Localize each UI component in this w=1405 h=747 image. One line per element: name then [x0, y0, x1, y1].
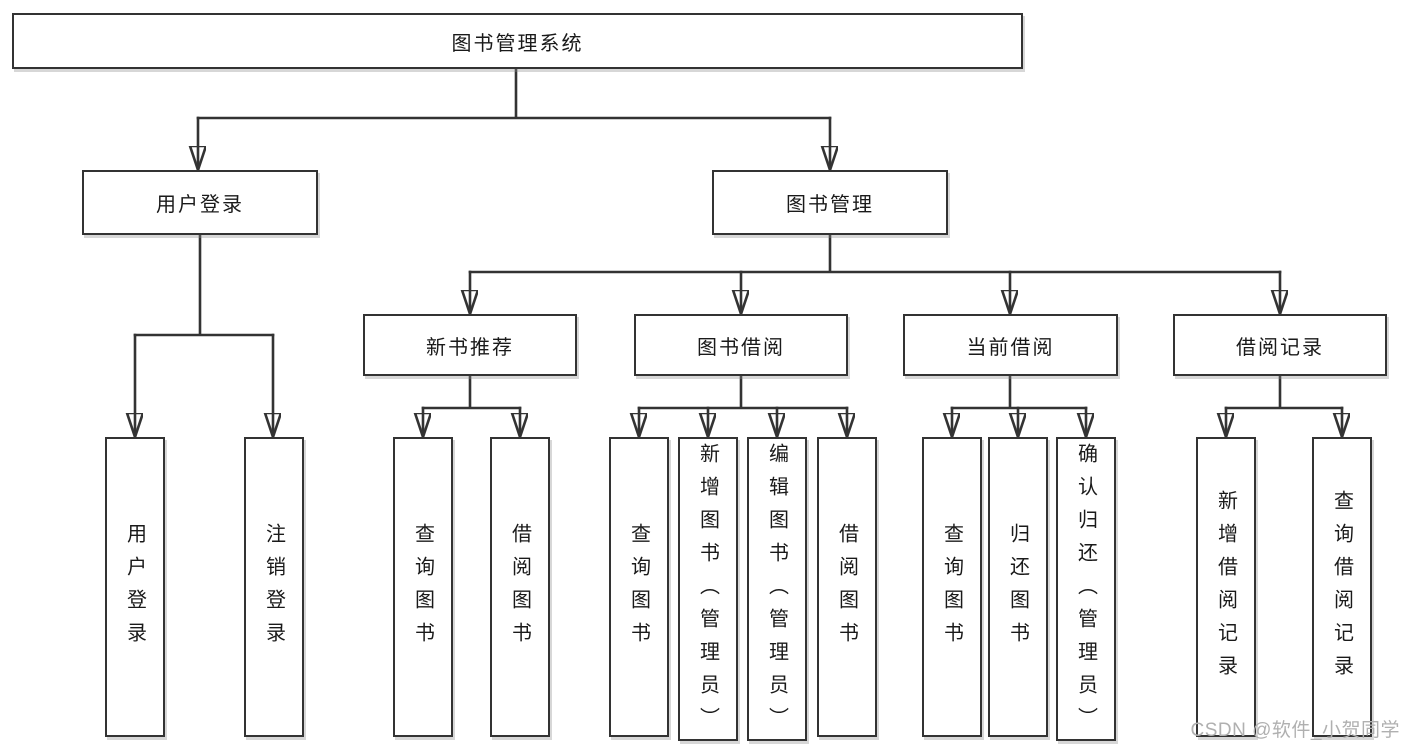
leaf-borrow-books: 借阅图书 [817, 437, 877, 737]
leaf-add-borrow-record: 新增借阅记录 [1196, 437, 1256, 737]
connector-book-mgmt-split [468, 233, 1282, 274]
leaf-return-book: 归还图书 [988, 437, 1048, 737]
leaf-query-borrow-record: 查询借阅记录 [1312, 437, 1372, 737]
node-new-book-recommend: 新书推荐 [363, 314, 577, 376]
csdn-watermark: CSDN @软件_小贺同学 [1190, 720, 1400, 741]
leaf-query-books-recommend: 查询图书 [393, 437, 453, 737]
leaf-add-book-admin: 新增图书（管理员） [678, 437, 738, 741]
node-library-system: 图书管理系统 [12, 13, 1023, 69]
node-borrowing-records: 借阅记录 [1173, 314, 1387, 376]
leaf-query-books-borrow: 查询图书 [609, 437, 669, 737]
leaf-confirm-return-admin: 确认归还（管理员） [1056, 437, 1116, 741]
node-current-borrowing: 当前借阅 [903, 314, 1118, 376]
connector-book-borrow-split [637, 374, 849, 410]
connector-new-book-split [421, 374, 522, 410]
leaf-borrow-books-recommend: 借阅图书 [490, 437, 550, 737]
node-book-management: 图书管理 [712, 170, 948, 235]
connector-current-borrow-split [950, 374, 1088, 410]
node-user-login: 用户登录 [82, 170, 318, 235]
leaf-logout: 注销登录 [244, 437, 304, 737]
connector-user-login-split [133, 231, 275, 337]
node-book-borrowing: 图书借阅 [634, 314, 848, 376]
leaf-user-login: 用户登录 [105, 437, 165, 737]
connector-root-split [196, 67, 832, 120]
connector-borrow-records-split [1224, 374, 1344, 410]
leaf-query-books-current: 查询图书 [922, 437, 982, 737]
arrow-stems [135, 116, 1342, 437]
leaf-edit-book-admin: 编辑图书（管理员） [747, 437, 807, 741]
tree-skeleton-lines [133, 67, 1344, 410]
